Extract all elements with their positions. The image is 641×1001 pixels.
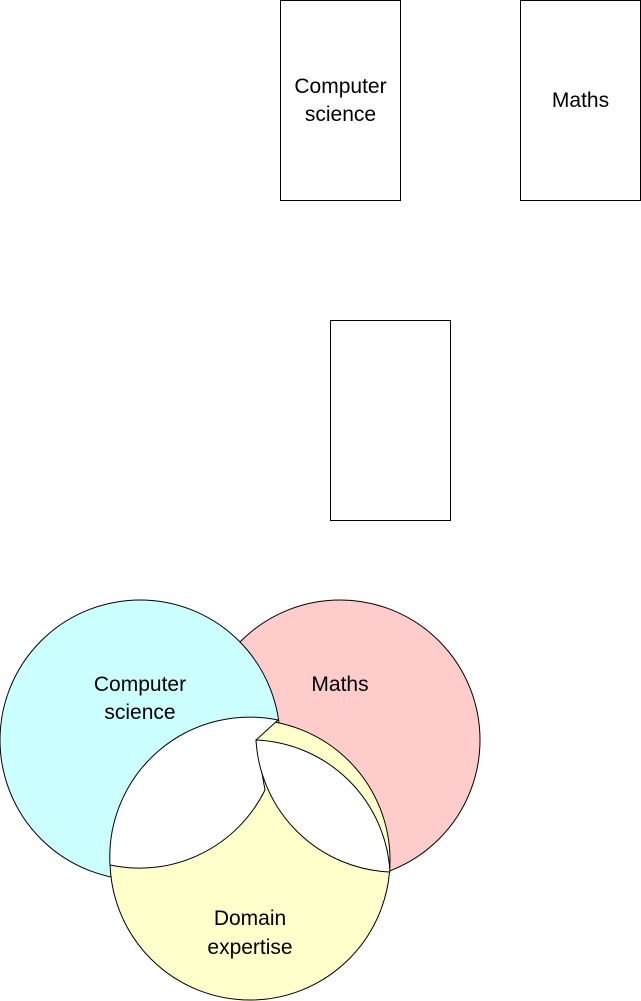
venn-domain-label-line1: Domain xyxy=(214,907,286,930)
venn-cs-label-line2: science xyxy=(104,701,175,724)
maths-box-label: Maths xyxy=(551,88,610,112)
venn-cs-label-line1: Computer xyxy=(94,673,186,696)
venn-maths-label: Maths xyxy=(311,673,368,696)
maths-domain-overlap[interactable] xyxy=(255,739,391,873)
computer-science-box-label: Computer science xyxy=(294,74,387,126)
cs-domain-overlap[interactable] xyxy=(109,716,280,869)
computer-science-box[interactable]: Computer science xyxy=(280,0,401,201)
venn-domain-label-line2: expertise xyxy=(207,936,292,959)
empty-box[interactable] xyxy=(330,320,451,521)
